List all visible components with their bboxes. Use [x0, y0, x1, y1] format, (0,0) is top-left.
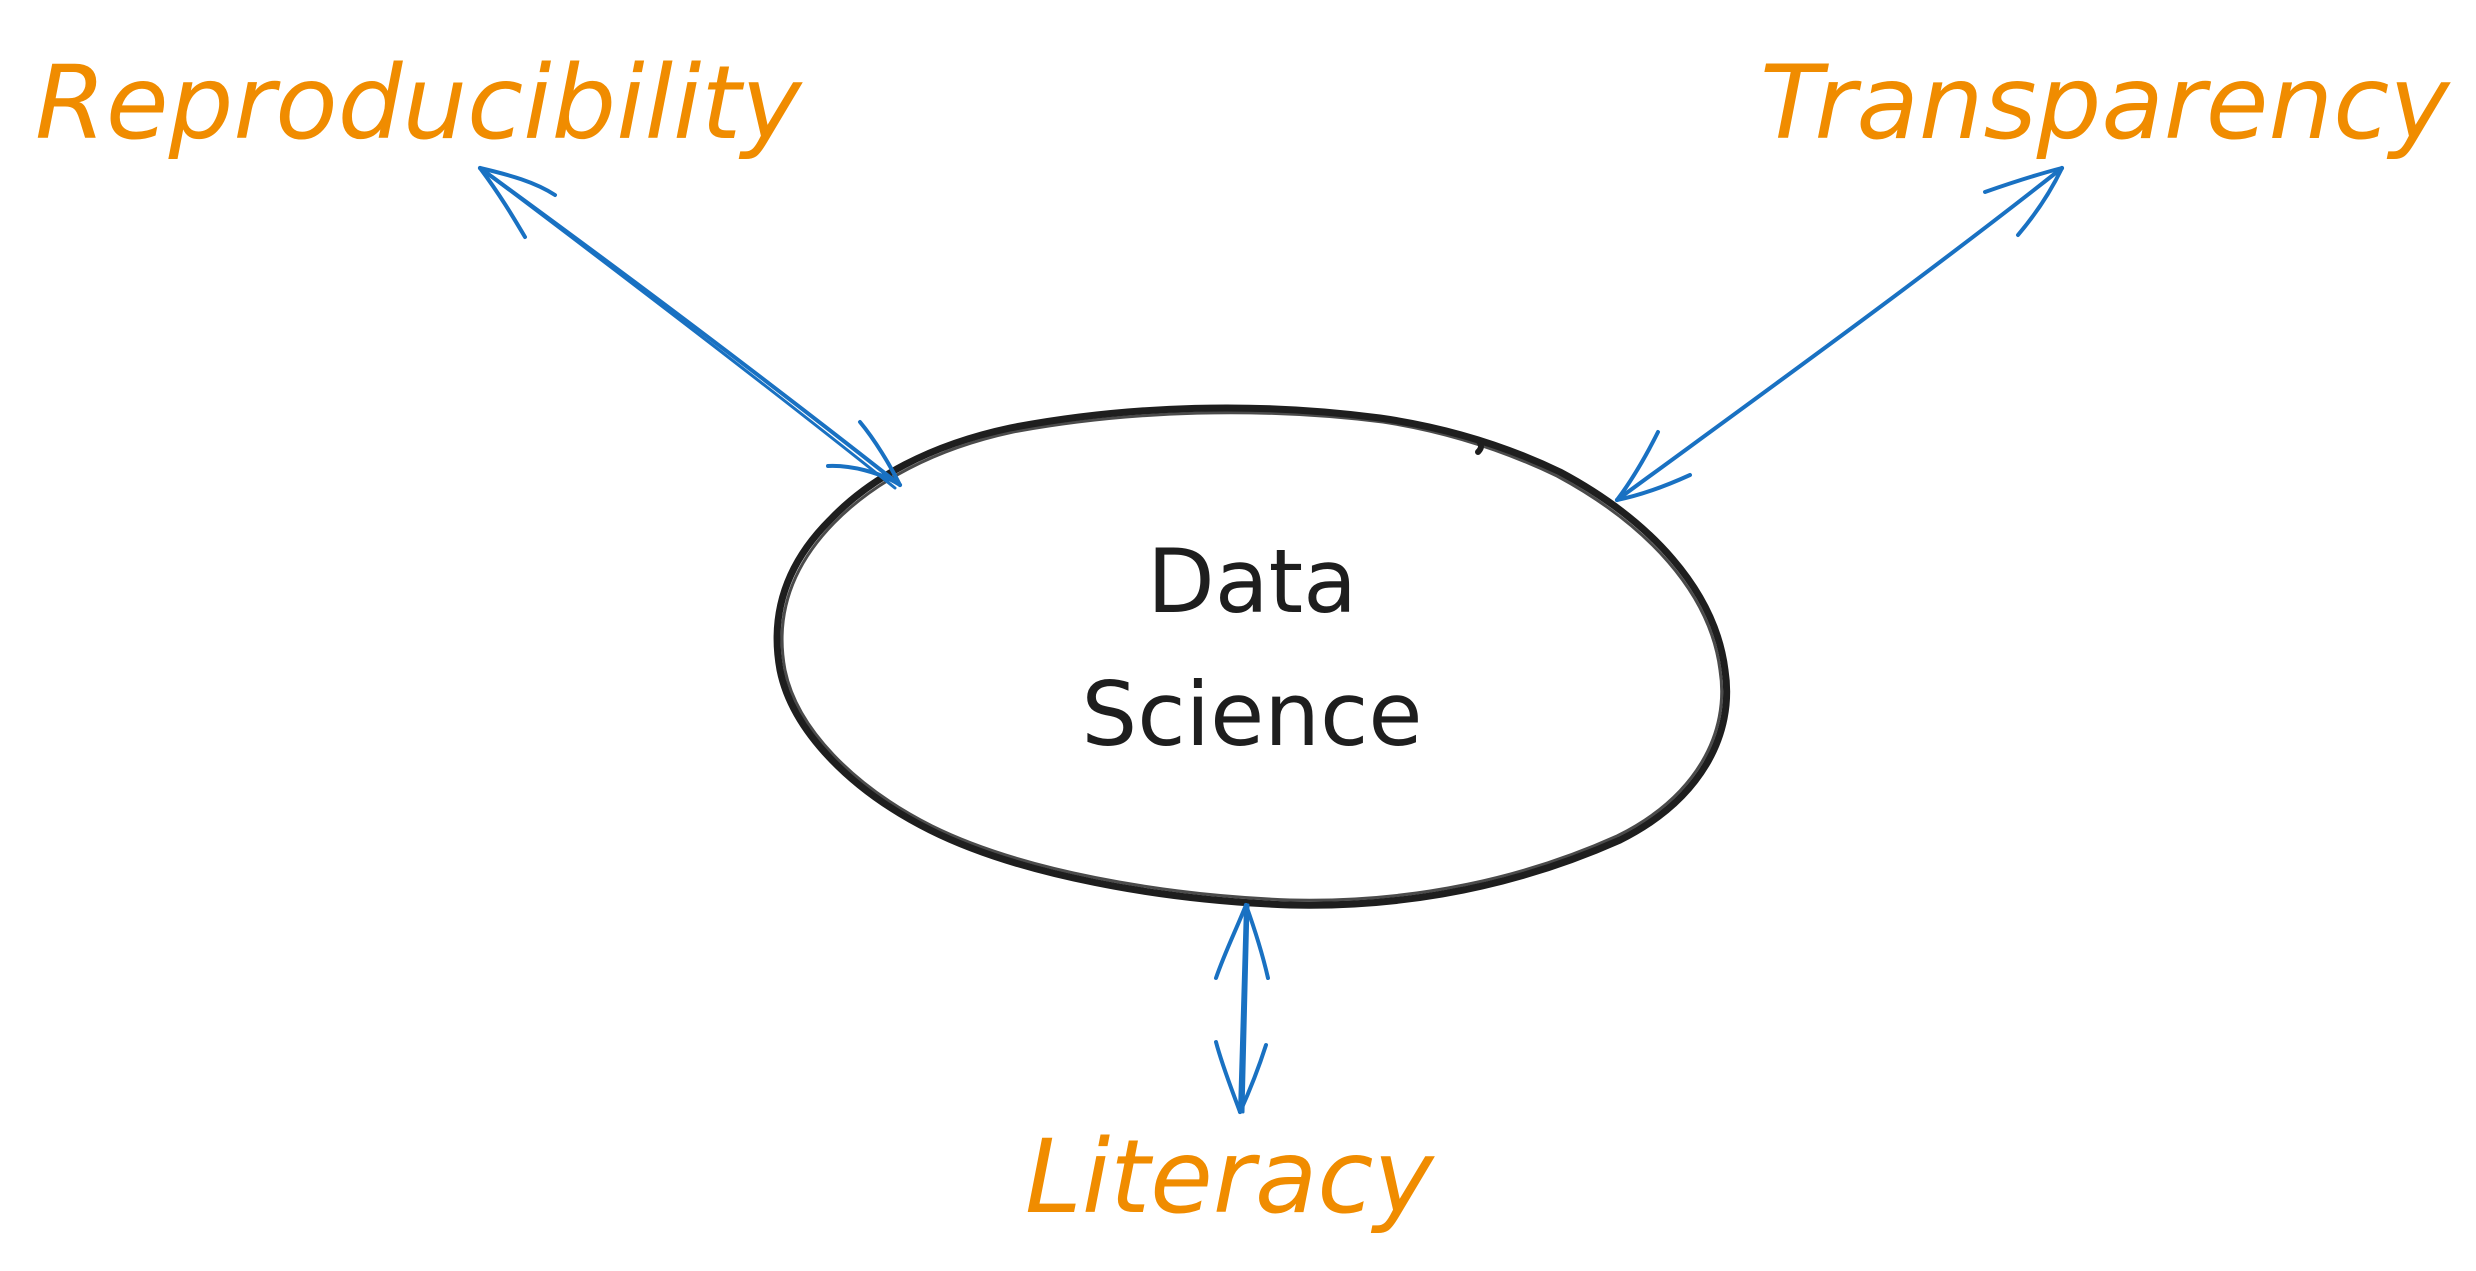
arrow-reproducibility — [478, 166, 902, 490]
center-title-line-1: Data — [1147, 530, 1357, 633]
label-reproducibility: Reproducibility — [35, 44, 803, 163]
label-literacy: Literacy — [1025, 1118, 1435, 1237]
arrow-transparency — [1615, 166, 2064, 502]
label-transparency: Transparency — [1760, 44, 2451, 163]
arrow-literacy — [1214, 903, 1270, 1114]
center-title-line-2: Science — [1081, 663, 1422, 766]
data-science-ellipse — [773, 404, 1731, 909]
